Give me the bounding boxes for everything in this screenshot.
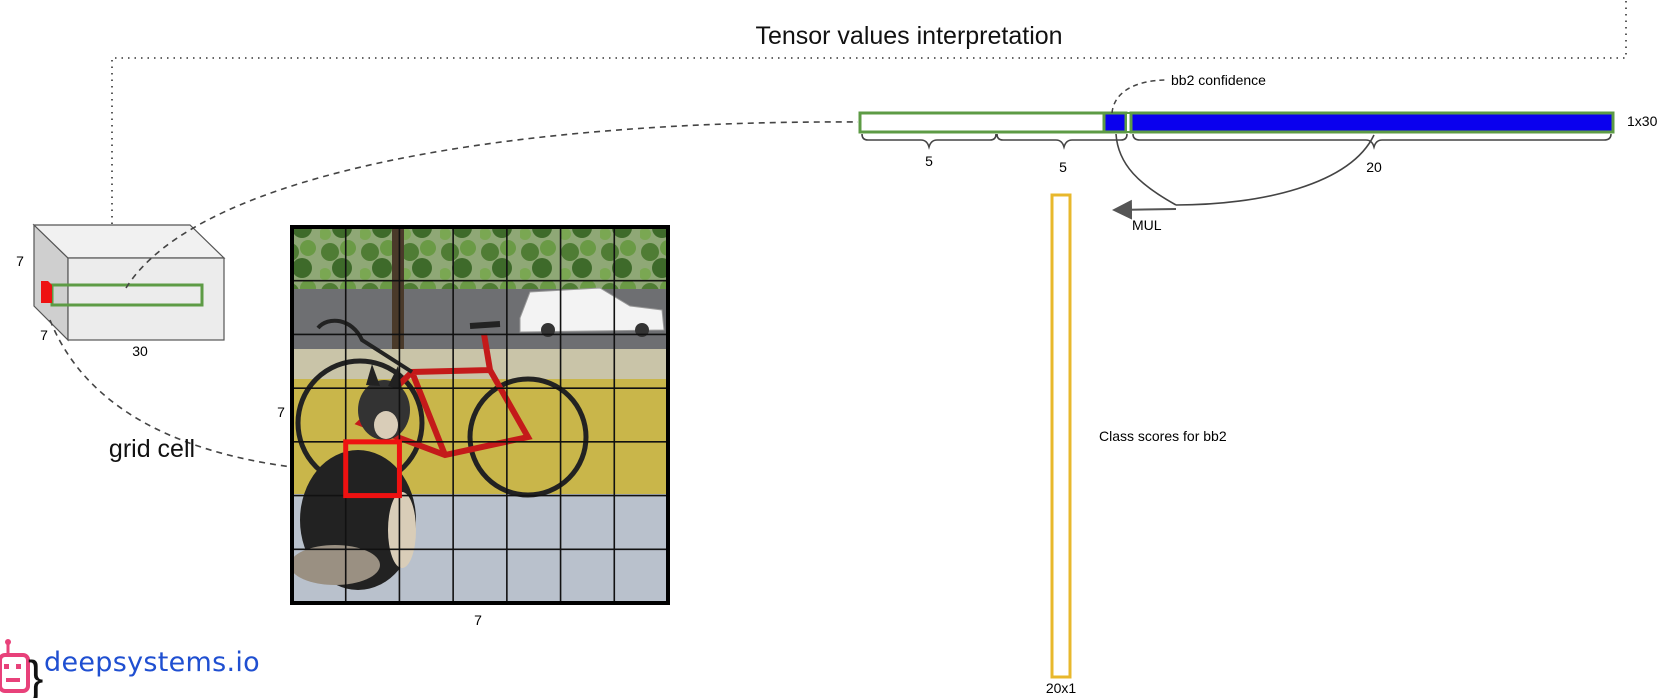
tensor-depth-label: 7	[16, 253, 24, 269]
vector-segment-classes	[1129, 111, 1615, 134]
confidence-label: bb2 confidence	[1171, 72, 1266, 88]
tensor-slice-red	[41, 281, 52, 303]
brace-bb1	[861, 133, 997, 150]
vector-segment-bb1	[858, 111, 1106, 134]
tensor-cube	[32, 223, 226, 342]
grid-cell-highlight	[343, 439, 402, 499]
car-shape	[519, 287, 665, 337]
diagram-title: Tensor values interpretation	[755, 22, 1062, 50]
mul-curve-from-confidence	[1115, 133, 1177, 206]
vector-segment-bb2	[1102, 111, 1128, 134]
bicycle-shape	[295, 318, 589, 498]
input-image	[290, 225, 670, 605]
deepsystems-robot-icon: }	[0, 639, 43, 698]
mul-arrow	[1112, 199, 1177, 220]
mul-curve-from-classes	[1175, 134, 1375, 206]
vector-size-label: 1x30	[1627, 113, 1658, 129]
brace-bb2-label: 5	[1059, 159, 1067, 175]
image-width-label: 7	[474, 612, 482, 628]
svg-text:}: }	[28, 651, 43, 698]
image-height-label: 7	[277, 404, 285, 420]
title-dotted-bracket	[111, 0, 1627, 224]
grid-cell-label: grid cell	[109, 435, 195, 463]
tensor-width-label: 30	[132, 343, 148, 359]
slice-to-vector-connector	[125, 121, 859, 289]
class-scores-size-label: 20x1	[1046, 680, 1077, 696]
output-vector	[858, 111, 1615, 134]
logo-text: deepsystems.io	[44, 647, 260, 678]
brace-bb1-label: 5	[925, 153, 933, 169]
confidence-callout-line	[1111, 79, 1169, 114]
class-scores-bar	[1050, 193, 1072, 679]
brace-classes	[1132, 133, 1612, 150]
brace-bb2	[996, 133, 1128, 150]
tensor-side-label: 7	[40, 327, 48, 343]
class-scores-label: Class scores for bb2	[1099, 428, 1227, 444]
mul-label: MUL	[1132, 217, 1162, 233]
brace-classes-label: 20	[1366, 159, 1382, 175]
image-border	[290, 225, 670, 605]
